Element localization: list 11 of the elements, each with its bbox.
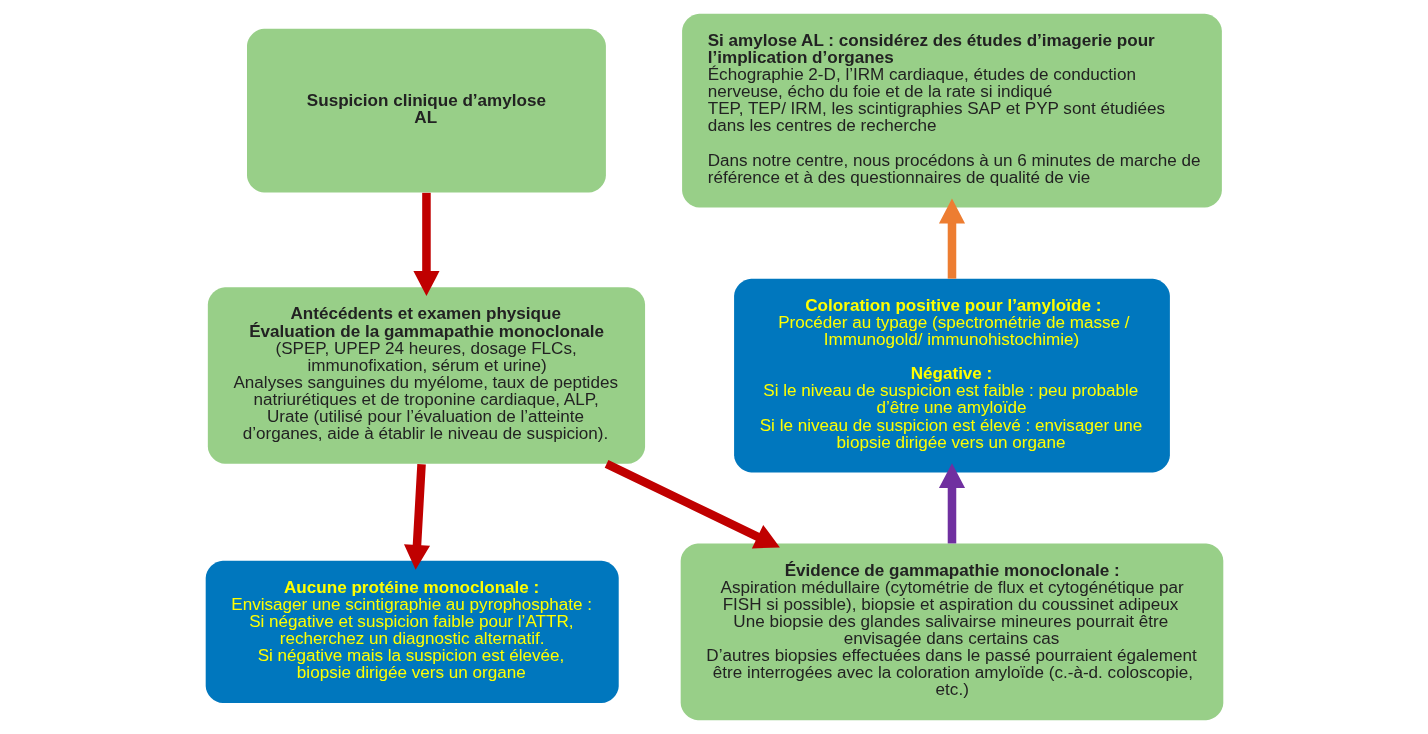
arrow [403, 464, 430, 570]
node-box: Coloration positive pour l’amyloïde : Procéder au typage (spectrométrie de masse / Immunogold/ immunohistochimie) Négative : Si le niveau de suspicion est faible : peu probable d’être une amyloïde Si le niveau de suspicion est élevé : envisager une biopsie dirigée vers un organe [733, 278, 1170, 473]
node-box: Antécédents et examen physique Évaluation de la gammapathie monoclonale (SPEP, UPEP 24 heures, dosage FLCs, immunofixation, sérum et urine) Analyses sanguines du myélome, taux de peptides natriurétiques et de troponine cardiaque, ALP, Urate (utilisé pour l’évaluation de l’atteinte d’organes, aide à établir le niveau de suspicion). [207, 287, 645, 464]
arrow [604, 460, 780, 549]
node-box: Évidence de gammapathie monoclonale : Aspiration médullaire (cytométrie de flux et cytogénétique par FISH si possible), biopsie et aspiration du coussinet adipeux Une biopsie des glandes salivairse mineures pourrait être envisagée dans certains cas D’autres biopsies effectuées dans le passé pourraient également être interrogées avec la coloration amyloïde (c.-à-d. coloscopie, etc.) [680, 543, 1223, 721]
node-box: Aucune protéine monoclonale : Envisager une scintigraphie au pyrophosphate : Si négative et suspicion faible pour l’ATTR, recherchez un diagnostic alternatif. Si négative mais la suspicion est élevée, biopsie dirigée vers un organe [205, 560, 619, 704]
node-box: Suspicion clinique d’amylose AL [246, 28, 606, 193]
arrow [938, 198, 965, 279]
arrow [938, 463, 965, 544]
arrow [412, 192, 439, 296]
node-box: Si amylose AL : considérez des études d’imagerie pour l’implication d’organes Échographie 2-D, l’IRM cardiaque, études de conduction nerveuse, écho du foie et de la rate si indiqué TEP, TEP/ IRM, les scintigraphies SAP et PYP sont étudiées dans les centres de recherche Dans notre centre, nous procédons à un 6 minutes de marche de référence et à des questionnaires de qualité de vie [681, 13, 1222, 208]
